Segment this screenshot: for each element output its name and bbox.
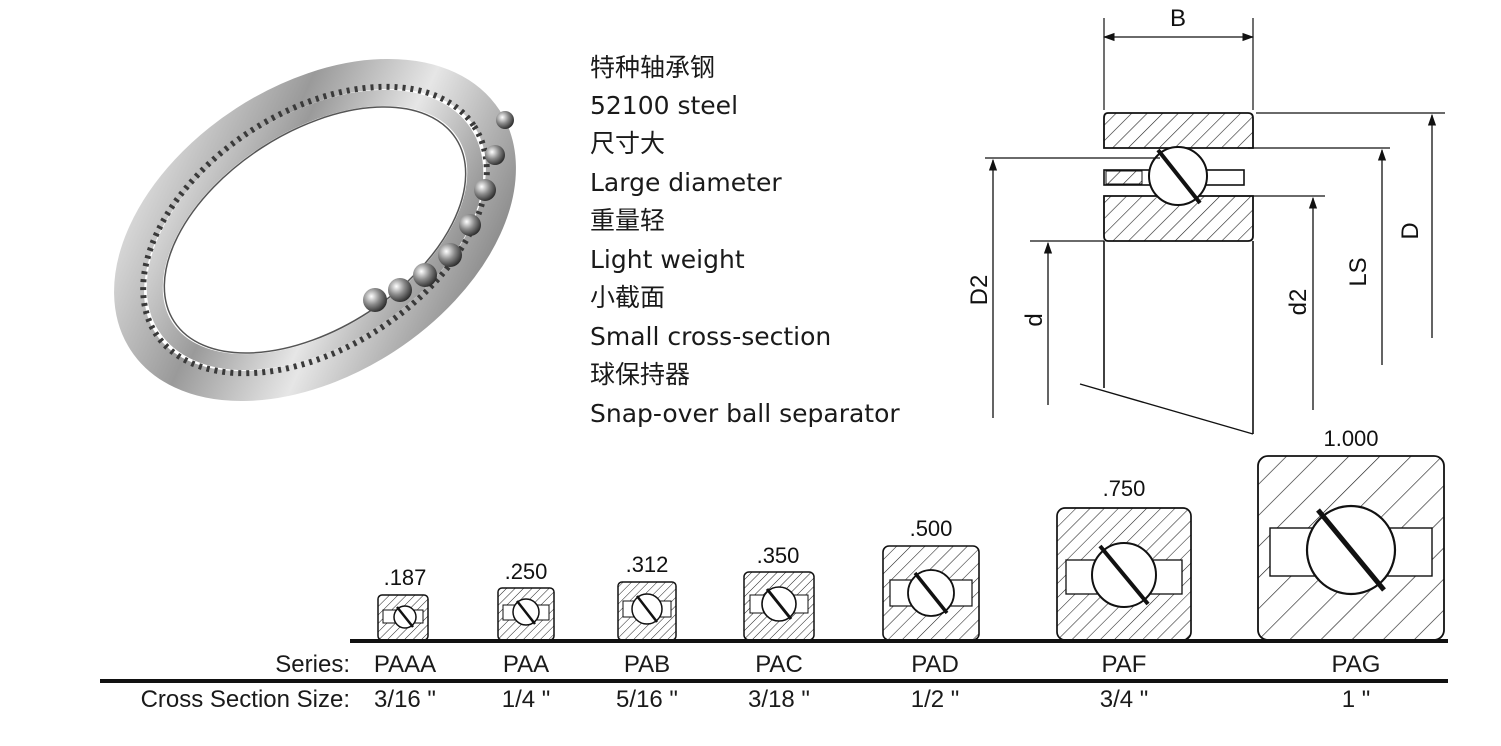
section-PAF xyxy=(1056,507,1192,641)
section-PAB xyxy=(617,581,677,641)
size-label: .250 xyxy=(505,559,548,584)
feature-text: Snap-over ball separator xyxy=(590,399,900,428)
dimension-drawing: B D2 d d2 LS D xyxy=(966,5,1445,435)
dim-label-LS: LS xyxy=(1345,257,1372,286)
feature-text: Light weight xyxy=(590,245,745,274)
dim-label-d: d xyxy=(1021,313,1048,326)
feature-text: 尺寸大 xyxy=(590,129,666,158)
cross-section-size: 3/4 " xyxy=(1099,686,1149,713)
series-name: PAC xyxy=(755,651,803,678)
section-PAAA xyxy=(377,594,429,641)
series-name: PAB xyxy=(623,651,671,678)
cross-section-size: 3/16 " xyxy=(374,686,436,713)
dim-label-B: B xyxy=(1170,5,1186,32)
size-label: .350 xyxy=(757,543,800,568)
series-name: PAD xyxy=(911,651,959,678)
feature-text: 小截面 xyxy=(590,283,666,312)
cross-section-size: 3/18 " xyxy=(748,686,810,713)
section-PAC xyxy=(743,571,815,641)
series-row-label: Series: xyxy=(275,651,350,678)
series-name: PAF xyxy=(1101,651,1147,678)
section-PAD xyxy=(882,545,980,641)
size-label: .187 xyxy=(384,565,427,590)
size-label: 1.000 xyxy=(1323,426,1378,451)
cross-section-size: 1/2 " xyxy=(910,686,960,713)
size-label: .312 xyxy=(626,552,669,577)
bearing-illustration xyxy=(114,58,516,402)
dim-label-d2: d2 xyxy=(1285,289,1312,316)
cross-section-size: 5/16 " xyxy=(616,686,678,713)
series-name: PAG xyxy=(1331,651,1381,678)
cross-section-row-label: Cross Section Size: xyxy=(140,686,350,713)
cross-section-size: 1/4 " xyxy=(501,686,551,713)
feature-text: 52100 steel xyxy=(590,91,739,120)
section-PAG xyxy=(1257,455,1445,641)
feature-text: Small cross-section xyxy=(590,322,832,351)
feature-text: 重量轻 xyxy=(590,206,666,235)
size-label: .500 xyxy=(910,516,953,541)
series-sections: .187 .250 .312 .350 .500 .750 1.000 xyxy=(350,426,1448,643)
feature-text: 特种轴承钢 xyxy=(590,53,716,82)
dim-label-D2: D2 xyxy=(966,275,993,306)
series-name: PAAA xyxy=(373,651,437,678)
series-name: PAA xyxy=(502,651,550,678)
section-PAA xyxy=(497,587,555,641)
cross-section-size: 1 " xyxy=(1341,686,1371,713)
feature-text: Large diameter xyxy=(590,168,782,197)
table-divider xyxy=(100,679,1448,683)
feature-text: 球保持器 xyxy=(590,360,691,389)
size-label: .750 xyxy=(1103,476,1146,501)
dim-label-D: D xyxy=(1397,222,1424,239)
